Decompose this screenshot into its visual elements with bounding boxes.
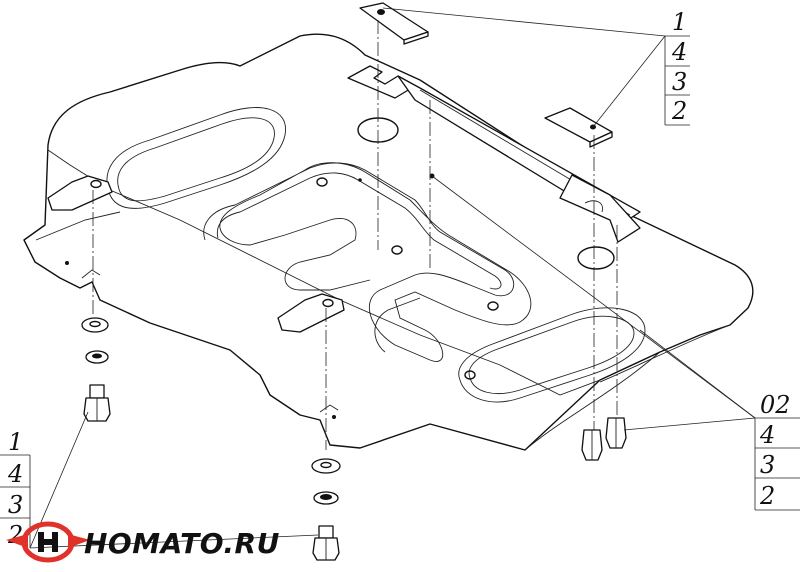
callout-label: 3 [672, 68, 687, 96]
plate-outline [23, 33, 754, 451]
leader-lines [0, 7, 800, 549]
callout-label: 4 [759, 421, 775, 449]
rib-center-serpentine [203, 162, 532, 362]
callout-label: 4 [7, 460, 23, 488]
center-lines [92, 20, 618, 450]
fasteners-right [581, 417, 627, 461]
clamp-left [47, 175, 113, 211]
homato-logo: HOMATO.RU [6, 521, 280, 563]
callout-bottom-left: 1 4 3 2 [7, 428, 23, 549]
fasteners-center [311, 458, 341, 561]
skid-plate [23, 33, 754, 451]
callout-label: 1 [8, 428, 23, 456]
bracket-upper [347, 65, 416, 99]
clamp-center [277, 293, 345, 333]
callout-label: 3 [760, 451, 775, 479]
callout-label: 1 [672, 8, 687, 36]
bracket-right [559, 174, 641, 243]
rib-bottom-right [458, 307, 646, 403]
rib-top-left [106, 107, 286, 209]
logo-emblem-icon [6, 521, 90, 563]
callout-bottom-right: 02 4 3 2 [759, 391, 791, 510]
callout-label: 02 [760, 391, 791, 419]
mounting-brackets [47, 2, 641, 333]
clamp-plate-top [359, 2, 429, 41]
callout-label: 3 [8, 491, 23, 519]
large-hole [577, 246, 615, 270]
callout-top-right: 1 4 3 2 [671, 8, 687, 125]
logo-text: HOMATO.RU [84, 527, 280, 560]
callout-label: 4 [671, 38, 687, 66]
callout-label: 2 [671, 97, 687, 125]
fasteners-left [81, 317, 111, 422]
callout-label: 2 [759, 482, 775, 510]
